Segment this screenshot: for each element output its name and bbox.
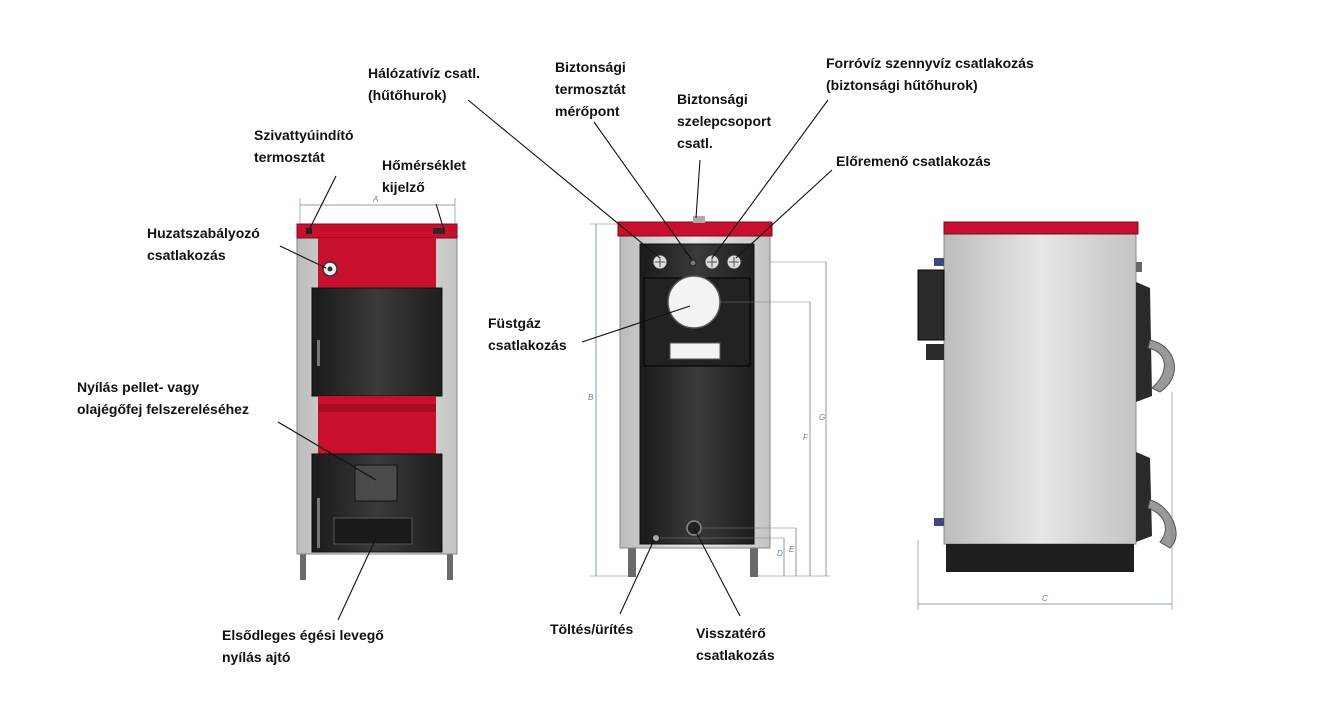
leader-forroviz <box>711 99 829 259</box>
leader-elsodleges <box>337 537 377 621</box>
label-homerseklet-kijelzo: Hőmérséklet kijelző <box>382 157 467 195</box>
leader-homerseklet <box>435 203 445 231</box>
side-view-right: C <box>917 221 1177 610</box>
rear-view-middle: B D E F G <box>588 216 830 577</box>
leader-halozati <box>467 99 661 259</box>
dim-c: C <box>1042 594 1048 603</box>
label-nyilas-pellet: Nyílás pellet- vagy olajégőfej felszerel… <box>77 379 249 417</box>
front-view-left: A <box>296 195 458 580</box>
dim-b: B <box>588 393 594 402</box>
dim-d: D <box>777 549 783 558</box>
leader-fustgaz <box>581 305 691 343</box>
leader-visszatero <box>693 527 741 617</box>
dim-a: A <box>372 195 378 204</box>
leader-nyilas <box>277 421 377 481</box>
leader-bizt-termosztat <box>593 121 693 261</box>
leader-eloremeno <box>735 169 833 259</box>
label-toltes-urites: Töltés/ürítés <box>550 621 634 637</box>
label-visszatero: Visszatérő csatlakozás <box>696 625 775 663</box>
label-huzatszabalyozo: Huzatszabályozó csatlakozás <box>147 225 260 263</box>
leader-szivattyu <box>309 175 337 229</box>
dim-e: E <box>789 545 795 554</box>
label-elsodleges-egesi: Elsődleges égési levegő nyílás ajtó <box>222 627 384 665</box>
label-halozativiz: Hálózatívíz csatl. (hűtőhurok) <box>368 65 481 103</box>
label-biztonsagi-szelepcsoport: Biztonsági szelepcsoport csatl. <box>677 91 772 151</box>
label-szivattyuindito-termosztat: Szivattyúindító termosztát <box>254 127 354 165</box>
label-fustgaz: Füstgáz csatlakozás <box>488 315 567 353</box>
dim-f: F <box>803 433 809 442</box>
leader-lines <box>277 99 833 621</box>
label-forroviz: Forróvíz szennyvíz csatlakozás (biztonsá… <box>826 55 1034 93</box>
label-eloremeno: Előremenő csatlakozás <box>836 153 991 169</box>
leader-toltes <box>619 539 655 615</box>
leader-bizt-szelep <box>695 159 701 219</box>
dim-g: G <box>819 413 825 422</box>
label-biztonsagi-termosztat: Biztonsági termosztát mérőpont <box>555 59 626 119</box>
leader-huzat <box>279 245 327 269</box>
